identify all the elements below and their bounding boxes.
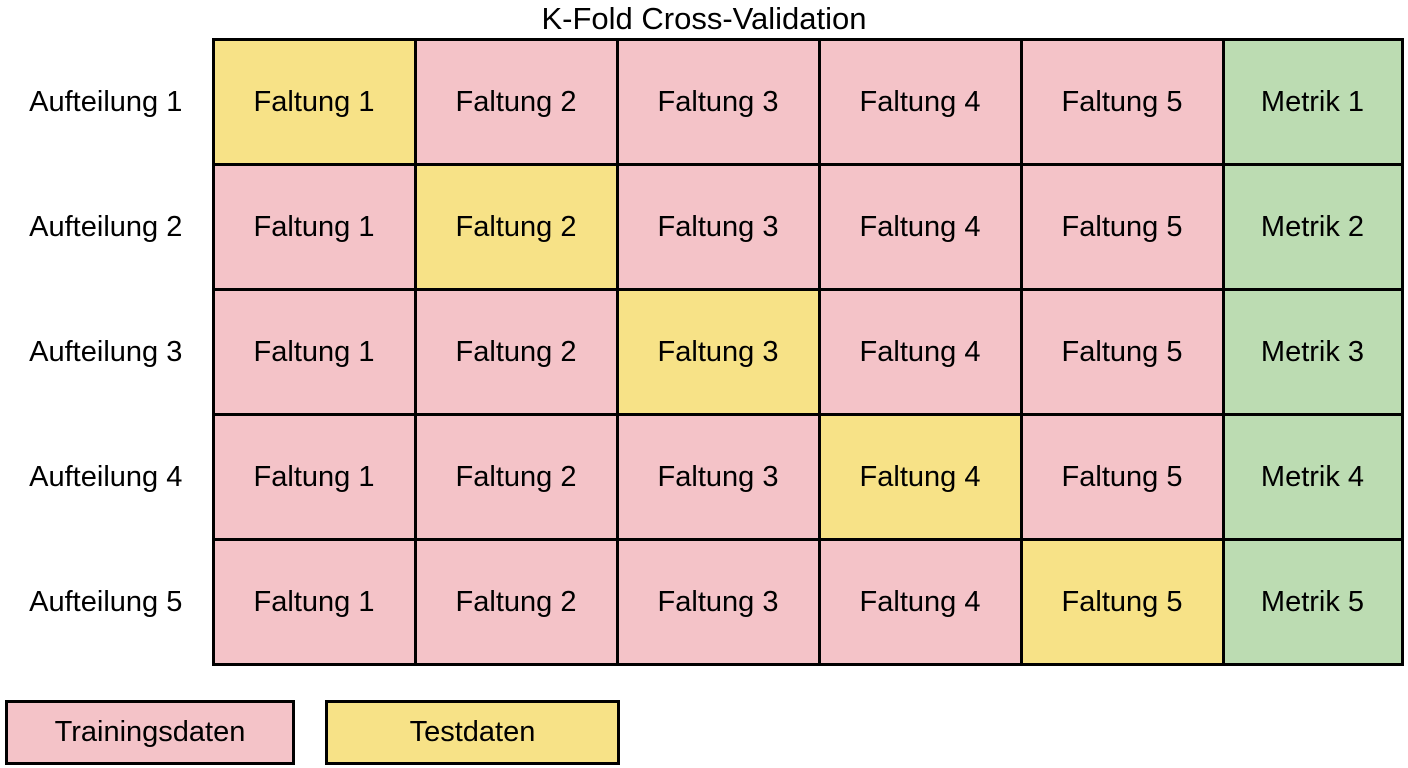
- metric-cell: Metrik 5: [1221, 538, 1404, 666]
- fold-cell: Faltung 3: [615, 538, 821, 666]
- legend-box-testdaten: Testdaten: [325, 700, 620, 765]
- fold-cell: Faltung 1: [211, 163, 417, 291]
- fold-cell: Faltung 4: [817, 413, 1023, 541]
- row-label-aufteilung-3: Aufteilung 3: [29, 335, 183, 368]
- fold-cell: Faltung 2: [413, 38, 619, 166]
- fold-cell: Faltung 4: [817, 288, 1023, 416]
- split-row: Aufteilung 4 Faltung 1 Faltung 2 Faltung…: [0, 413, 1404, 541]
- split-row: Aufteilung 1 Faltung 1 Faltung 2 Faltung…: [0, 38, 1404, 166]
- fold-cell: Faltung 3: [615, 38, 821, 166]
- kfold-grid: Aufteilung 1 Faltung 1 Faltung 2 Faltung…: [0, 38, 1404, 666]
- metric-cell: Metrik 3: [1221, 288, 1404, 416]
- fold-cell: Faltung 2: [413, 413, 619, 541]
- fold-cell: Faltung 5: [1019, 288, 1225, 416]
- legend: Trainingsdaten Testdaten: [5, 700, 620, 765]
- legend-box-trainingsdaten: Trainingsdaten: [5, 700, 295, 765]
- fold-cell: Faltung 3: [615, 413, 821, 541]
- fold-cell: Faltung 1: [211, 413, 417, 541]
- split-row: Aufteilung 5 Faltung 1 Faltung 2 Faltung…: [0, 538, 1404, 666]
- split-row: Aufteilung 3 Faltung 1 Faltung 2 Faltung…: [0, 288, 1404, 416]
- fold-cell: Faltung 4: [817, 538, 1023, 666]
- fold-cell: Faltung 2: [413, 538, 619, 666]
- fold-cell: Faltung 5: [1019, 38, 1225, 166]
- metric-cell: Metrik 1: [1221, 38, 1404, 166]
- split-row: Aufteilung 2 Faltung 1 Faltung 2 Faltung…: [0, 163, 1404, 291]
- row-label-aufteilung-2: Aufteilung 2: [29, 210, 183, 243]
- metric-cell: Metrik 2: [1221, 163, 1404, 291]
- fold-cell: Faltung 2: [413, 288, 619, 416]
- row-label-aufteilung-1: Aufteilung 1: [29, 85, 183, 118]
- fold-cell: Faltung 1: [211, 38, 417, 166]
- fold-cell: Faltung 5: [1019, 413, 1225, 541]
- fold-cell: Faltung 5: [1019, 163, 1225, 291]
- legend-label-testdaten: Testdaten: [409, 716, 536, 748]
- legend-label-trainingsdaten: Trainingsdaten: [54, 716, 246, 748]
- fold-cell: Faltung 3: [615, 288, 821, 416]
- fold-cell: Faltung 4: [817, 38, 1023, 166]
- metric-cell: Metrik 4: [1221, 413, 1404, 541]
- diagram-title: K-Fold Cross-Validation: [541, 1, 867, 36]
- fold-cell: Faltung 5: [1019, 538, 1225, 666]
- fold-cell: Faltung 1: [211, 538, 417, 666]
- row-label-aufteilung-5: Aufteilung 5: [29, 585, 183, 618]
- fold-cell: Faltung 4: [817, 163, 1023, 291]
- fold-cell: Faltung 3: [615, 163, 821, 291]
- fold-cell: Faltung 2: [413, 163, 619, 291]
- fold-cell: Faltung 1: [211, 288, 417, 416]
- row-label-aufteilung-4: Aufteilung 4: [29, 460, 183, 493]
